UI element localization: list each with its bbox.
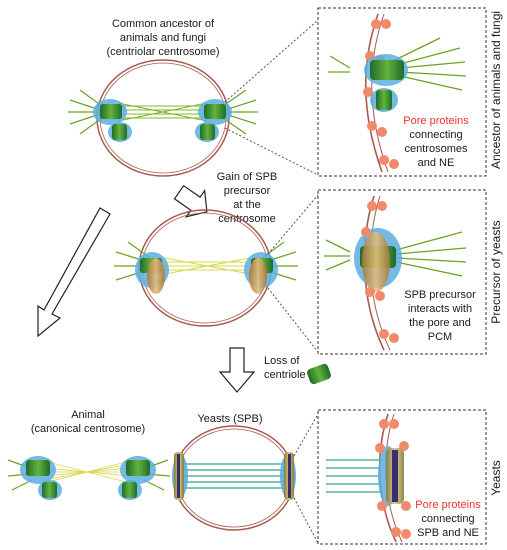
centriole-right-daughter xyxy=(200,124,215,140)
gain-label-line2: precursor xyxy=(224,185,271,197)
animal-centriole-right xyxy=(126,460,150,476)
inset-middle-line3: the pore and xyxy=(409,317,471,329)
inset-middle-frame xyxy=(317,189,487,355)
ancestor-label-line1: Common ancestor of xyxy=(112,18,215,30)
gain-label-line3: at the xyxy=(233,199,261,211)
inset-top-envelope xyxy=(364,13,383,173)
inset-top-line2: connecting xyxy=(409,129,462,141)
ancestor-label-line3: (centriolar centrosome) xyxy=(106,46,219,58)
inset-middle: SPB precursor interacts with the pore an… xyxy=(317,189,487,355)
arrow-gain-icon xyxy=(173,184,208,218)
inset-top-centriole-daughter xyxy=(376,90,392,110)
inset-middle-microtubules xyxy=(324,231,467,277)
animal-label-line1: Animal xyxy=(71,409,105,421)
inset-top-microtubules xyxy=(328,37,467,91)
arrow-long-icon xyxy=(37,207,111,338)
inset-bottom-line3: SPB and NE xyxy=(417,527,479,539)
inset-top-envelope-inner xyxy=(371,13,389,173)
animal-centriole-right-daughter xyxy=(122,482,137,498)
yeasts-label: Yeasts (SPB) xyxy=(197,413,262,425)
centriole-left xyxy=(100,104,122,119)
precursor-cell xyxy=(114,209,298,327)
centriole-left-daughter xyxy=(112,124,127,140)
spindle-microtubules xyxy=(115,102,210,122)
precursor-spb-left xyxy=(147,258,165,294)
zoom-connectors-bottom xyxy=(293,413,319,544)
animal-centriole-left-daughter xyxy=(42,482,57,498)
zoom-connectors-middle xyxy=(267,194,319,353)
yeast-spindle xyxy=(184,463,284,489)
inset-bottom-red-text: Pore proteins xyxy=(415,499,481,511)
arrow-loss-icon xyxy=(218,347,256,393)
precursor-spindle xyxy=(162,257,252,275)
zoom-connectors-top xyxy=(224,19,319,176)
animal-cell xyxy=(7,456,171,500)
yeast-envelope-outer xyxy=(173,425,295,531)
gain-label: Gain of SPB precursor at the centrosome xyxy=(217,171,278,225)
gain-label-line4: centrosome xyxy=(218,213,275,225)
ancestor-label: Common ancestor of animals and fungi (ce… xyxy=(106,18,219,58)
inset-bottom-spb-core xyxy=(392,450,398,502)
yeast-spb-left-core xyxy=(177,454,180,498)
animal-label-line2: (canonical centrosome) xyxy=(31,423,145,435)
animal-label: Animal (canonical centrosome) xyxy=(31,409,145,435)
yeast-envelope-inner xyxy=(176,428,292,528)
lost-centriole-icon xyxy=(307,363,331,385)
animal-spindle xyxy=(43,461,131,483)
inset-bottom-line2: connecting xyxy=(421,513,474,525)
side-label-precursor: Precursor of yeasts xyxy=(489,220,503,323)
inset-middle-pores xyxy=(361,201,399,343)
precursor-spb-right xyxy=(249,258,267,294)
centriole-right xyxy=(204,104,226,119)
inset-bottom: Pore proteins connecting SPB and NE xyxy=(317,409,487,545)
inset-top-centriole xyxy=(370,60,404,80)
inset-bottom-microtubules xyxy=(326,459,380,493)
inset-top-line3: centrosomes xyxy=(405,143,468,155)
inset-bottom-pores xyxy=(375,419,411,539)
animal-centriole-left xyxy=(26,460,50,476)
inset-top-frame xyxy=(317,7,487,177)
inset-middle-spb-precursor xyxy=(362,232,390,292)
ancestor-cell xyxy=(68,59,258,177)
inset-top: Pore proteins connecting centrosomes and… xyxy=(317,7,487,177)
yeast-spb-right-core xyxy=(288,454,291,498)
ancestor-label-line2: animals and fungi xyxy=(120,32,206,44)
yeast-cell xyxy=(172,425,296,531)
side-label-yeasts: Yeasts xyxy=(489,460,503,496)
inset-middle-line4: PCM xyxy=(428,331,452,343)
inset-middle-line1: SPB precursor xyxy=(404,289,476,301)
side-label-ancestor: Ancestor of animals and fungi xyxy=(489,11,503,169)
loss-label: Loss of centriole xyxy=(264,355,306,381)
inset-top-red-text: Pore proteins xyxy=(403,115,469,127)
gain-label-line1: Gain of SPB xyxy=(217,171,278,183)
inset-middle-line2: interacts with xyxy=(408,303,472,315)
loss-label-line1: Loss of xyxy=(264,355,300,367)
inset-top-line4: and NE xyxy=(418,157,455,169)
loss-label-line2: centriole xyxy=(264,369,306,381)
